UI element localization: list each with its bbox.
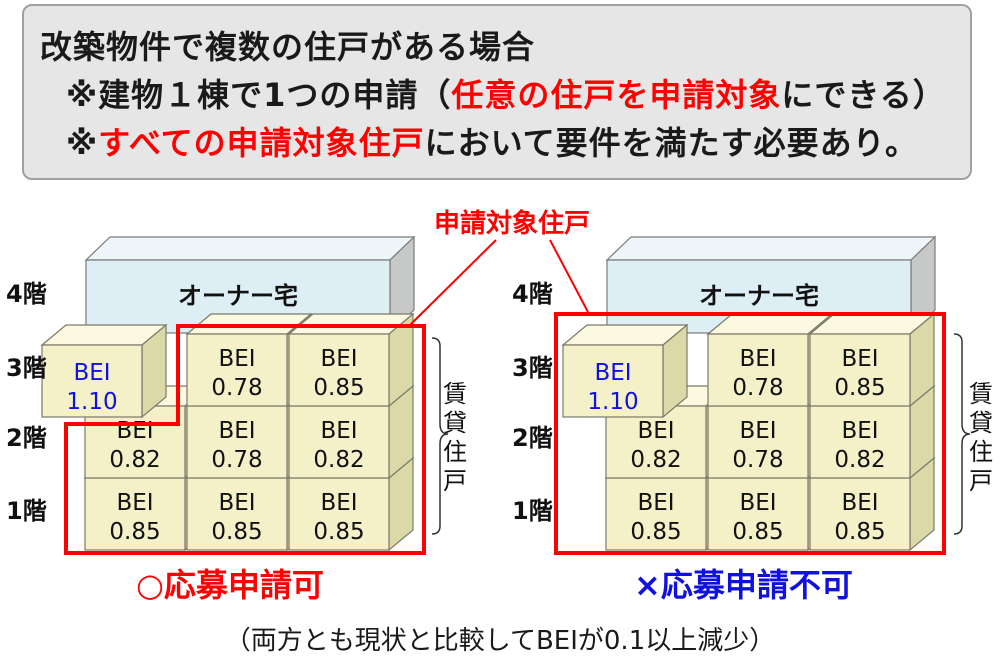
right-building: オーナー宅 xyxy=(562,235,937,551)
left-f3-right-l2: 0.85 xyxy=(313,375,364,401)
left-f2-right-l1: BEI xyxy=(320,418,357,444)
header-line-2: ※建物１棟で1つの申請（任意の住戸を申請対象にできる） xyxy=(66,70,946,116)
result-eligible: ○応募申請可 xyxy=(136,566,324,604)
right-f1-left-l2: 0.85 xyxy=(630,519,681,545)
header-line-3-highlight: すべての申請対象住戸 xyxy=(98,124,425,162)
left-f1-mid-l2: 0.85 xyxy=(211,519,262,545)
right-f3-right-l2: 0.85 xyxy=(834,375,885,401)
left-f3-left-l1: BEI xyxy=(73,360,110,386)
right-floor-1-label: 1階 xyxy=(512,497,553,525)
right-floor-2-label: 2階 xyxy=(512,424,553,452)
right-f2-right-l1: BEI xyxy=(841,418,878,444)
right-rental-bracket xyxy=(953,333,971,535)
header-line-2-post: にできる） xyxy=(781,76,946,114)
right-rental-char-4: 戸 xyxy=(969,467,993,495)
left-rental-label: 賃 貸 住 戸 xyxy=(442,380,468,496)
right-f3-left-l1: BEI xyxy=(594,360,631,386)
left-f3-mid-l1: BEI xyxy=(218,346,255,372)
right-rental-label: 賃 貸 住 戸 xyxy=(968,380,994,496)
right-rental-char-3: 住 xyxy=(969,438,993,466)
left-f3-right-l1: BEI xyxy=(320,346,357,372)
right-f1-mid-l1: BEI xyxy=(739,490,776,516)
left-building: オーナー宅 xyxy=(41,235,416,551)
left-f1-right-l1: BEI xyxy=(320,490,357,516)
left-rental-bracket xyxy=(431,337,449,535)
right-f2-mid-l1: BEI xyxy=(739,418,776,444)
right-floor-3-label: 3階 xyxy=(512,354,553,382)
left-floor-1-label: 1階 xyxy=(6,497,47,525)
right-f3-mid-l1: BEI xyxy=(739,346,776,372)
right-f2-left-l1: BEI xyxy=(637,418,674,444)
right-target-outline xyxy=(554,312,946,555)
left-floor-4-label: 4階 xyxy=(6,280,47,308)
left-f1-mid-l1: BEI xyxy=(218,490,255,516)
right-f2-right-l2: 0.82 xyxy=(834,447,885,473)
left-f3-mid-l2: 0.78 xyxy=(211,375,262,401)
right-floor-labels: 4階 3階 2階 1階 xyxy=(512,280,553,525)
header-line-1: 改築物件で複数の住戸がある場合 xyxy=(40,28,536,66)
left-rental-char-2: 貸 xyxy=(443,409,467,437)
left-f2-mid-l2: 0.78 xyxy=(211,447,262,473)
left-rental-char-4: 戸 xyxy=(443,467,467,495)
left-f1-left-l1: BEI xyxy=(116,490,153,516)
left-f1-right-l2: 0.85 xyxy=(313,519,364,545)
right-f3-mid-l2: 0.78 xyxy=(732,375,783,401)
header-line-2-highlight: 任意の住戸を申請対象 xyxy=(451,76,782,114)
right-f1-left-l1: BEI xyxy=(637,490,674,516)
left-rental-char-1: 賃 xyxy=(443,380,467,408)
header-line-3-post: において要件を満たす必要あり。 xyxy=(424,124,918,162)
left-f2-right-l2: 0.82 xyxy=(313,447,364,473)
left-f2-mid-l1: BEI xyxy=(218,418,255,444)
left-floor-labels: 4階 3階 2階 1階 xyxy=(6,280,47,525)
right-rental-char-2: 貸 xyxy=(969,409,993,437)
result-not-eligible: ×応募申請不可 xyxy=(634,566,853,604)
left-owner-label: オーナー宅 xyxy=(178,282,298,310)
left-connector-line xyxy=(409,239,497,326)
explanation-box xyxy=(22,4,972,180)
left-f3-left-l2: 1.10 xyxy=(66,389,117,415)
left-target-outline xyxy=(64,324,426,555)
target-units-label: 申請対象住戸 xyxy=(434,208,590,239)
left-rental-char-3: 住 xyxy=(443,438,467,466)
right-f1-mid-l2: 0.85 xyxy=(732,519,783,545)
right-rental-char-1: 賃 xyxy=(969,380,993,408)
left-floor-2-label: 2階 xyxy=(6,424,47,452)
right-f3-right-l1: BEI xyxy=(841,346,878,372)
left-floor-3-label: 3階 xyxy=(6,354,47,382)
left-f2-left-l1: BEI xyxy=(116,418,153,444)
header-line-3-pre: ※ xyxy=(66,124,99,162)
left-f2-left-l2: 0.82 xyxy=(109,447,160,473)
footer-note: （両方とも現状と比較してBEIが0.1以上減少） xyxy=(224,626,776,656)
right-floor-4-label: 4階 xyxy=(512,280,553,308)
right-f2-left-l2: 0.82 xyxy=(630,447,681,473)
header-line-3: ※すべての申請対象住戸において要件を満たす必要あり。 xyxy=(66,118,918,164)
right-f3-left-l2: 1.10 xyxy=(587,389,638,415)
header-line-2-pre: ※建物１棟で1つの申請（ xyxy=(66,76,452,114)
right-f2-mid-l2: 0.78 xyxy=(732,447,783,473)
right-f1-right-l2: 0.85 xyxy=(834,519,885,545)
right-f1-right-l1: BEI xyxy=(841,490,878,516)
right-connector-line xyxy=(549,239,589,313)
left-f1-left-l2: 0.85 xyxy=(109,519,160,545)
right-owner-label: オーナー宅 xyxy=(699,282,819,310)
